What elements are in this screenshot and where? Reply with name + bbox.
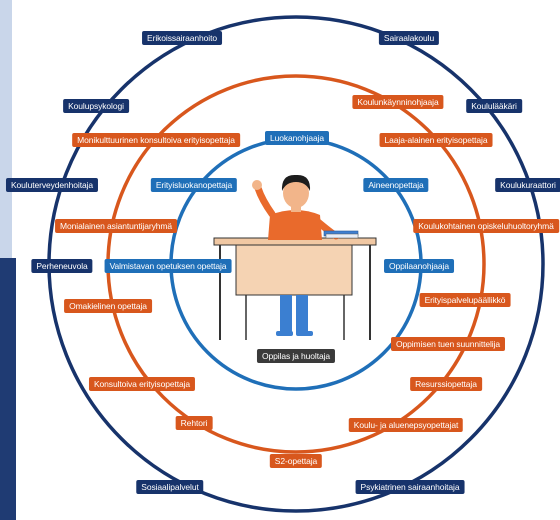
inner-label-luokanohjaaja: Luokanohjaaja — [265, 131, 329, 145]
outer-label-erikoissairaanhoito: Erikoissairaanhoito — [142, 31, 222, 45]
leg-right — [296, 295, 308, 333]
left-edge-block — [0, 258, 16, 520]
book-2 — [325, 233, 359, 239]
middle-label-rehtori: Rehtori — [175, 416, 213, 430]
head — [283, 178, 309, 208]
middle-label-omakielinen-opettaja: Omakielinen opettaja — [64, 299, 152, 313]
middle-label-konsultoiva-erityisopettaja: Konsultoiva erityisopettaja — [88, 377, 196, 391]
inner-label-oppilaanohjaaja: Oppilaanohjaaja — [384, 259, 454, 273]
leg-left — [280, 295, 292, 333]
inner-label-valmistavan-opetuksen-opettaja: Valmistavan opetuksen opettaja — [104, 259, 232, 273]
desk-front — [235, 244, 353, 296]
middle-label-laaja-alainen-erityisopettaja: Laaja-alainen erityisopettaja — [379, 133, 493, 147]
middle-label-oppimisen-tuen-suunnittelija: Oppimisen tuen suunnittelija — [391, 337, 505, 351]
shoe-right — [296, 331, 313, 336]
raised-arm — [254, 184, 276, 218]
inner-label-aineenopettaja: Aineenopettaja — [363, 178, 429, 192]
inner-label-erityisluokanopettaja: Erityisluokanopettaja — [150, 178, 238, 192]
middle-label-erityispalvelupaallikko: Erityispalvelupäällikkö — [419, 293, 511, 307]
outer-label-koulukuraattori: Koulukuraattori — [495, 178, 560, 192]
outer-label-koululaakari: Koululääkäri — [466, 99, 522, 113]
outer-label-sosiaalipalvelut: Sosiaalipalvelut — [136, 480, 204, 494]
hair — [281, 174, 311, 191]
outer-label-psykiatrinen-sairaanhoitaja: Psykiatrinen sairaanhoitaja — [355, 480, 465, 494]
student-illustration — [213, 174, 377, 340]
center-label: Oppilas ja huoltaja — [256, 349, 336, 363]
middle-label-monikulttuurinen-konsultoiva-erityisopettaja: Monikulttuurinen konsultoiva erityisopet… — [72, 133, 240, 147]
outer-label-perheneuvola: Perheneuvola — [31, 259, 93, 273]
outer-label-sairaalakoulu: Sairaalakoulu — [378, 31, 440, 45]
middle-label-resurssiopettaja: Resurssiopettaja — [410, 377, 482, 391]
middle-label-koulunkaynninohjaaja: Koulunkäynninohjaaja — [352, 95, 444, 109]
middle-label-koulu-ja-aluenepsyopettajat: Koulu- ja aluenepsyopettajat — [348, 418, 464, 432]
outer-label-kouluterveydenhoitaja: Kouluterveydenhoitaja — [5, 178, 99, 192]
raised-hand — [252, 180, 262, 190]
middle-label-koulukohtainen-opiskeluhuoltoryhma: Koulukohtainen opiskeluhuoltoryhmä — [413, 219, 559, 233]
shoe-left — [276, 331, 293, 336]
middle-label-monialainen-asiantuntijaryhma: Monialainen asiantuntijaryhmä — [55, 219, 177, 233]
outer-label-koulupsykologi: Koulupsykologi — [63, 99, 129, 113]
middle-label-s2-opettaja: S2-opettaja — [269, 454, 323, 468]
torso — [268, 210, 322, 240]
